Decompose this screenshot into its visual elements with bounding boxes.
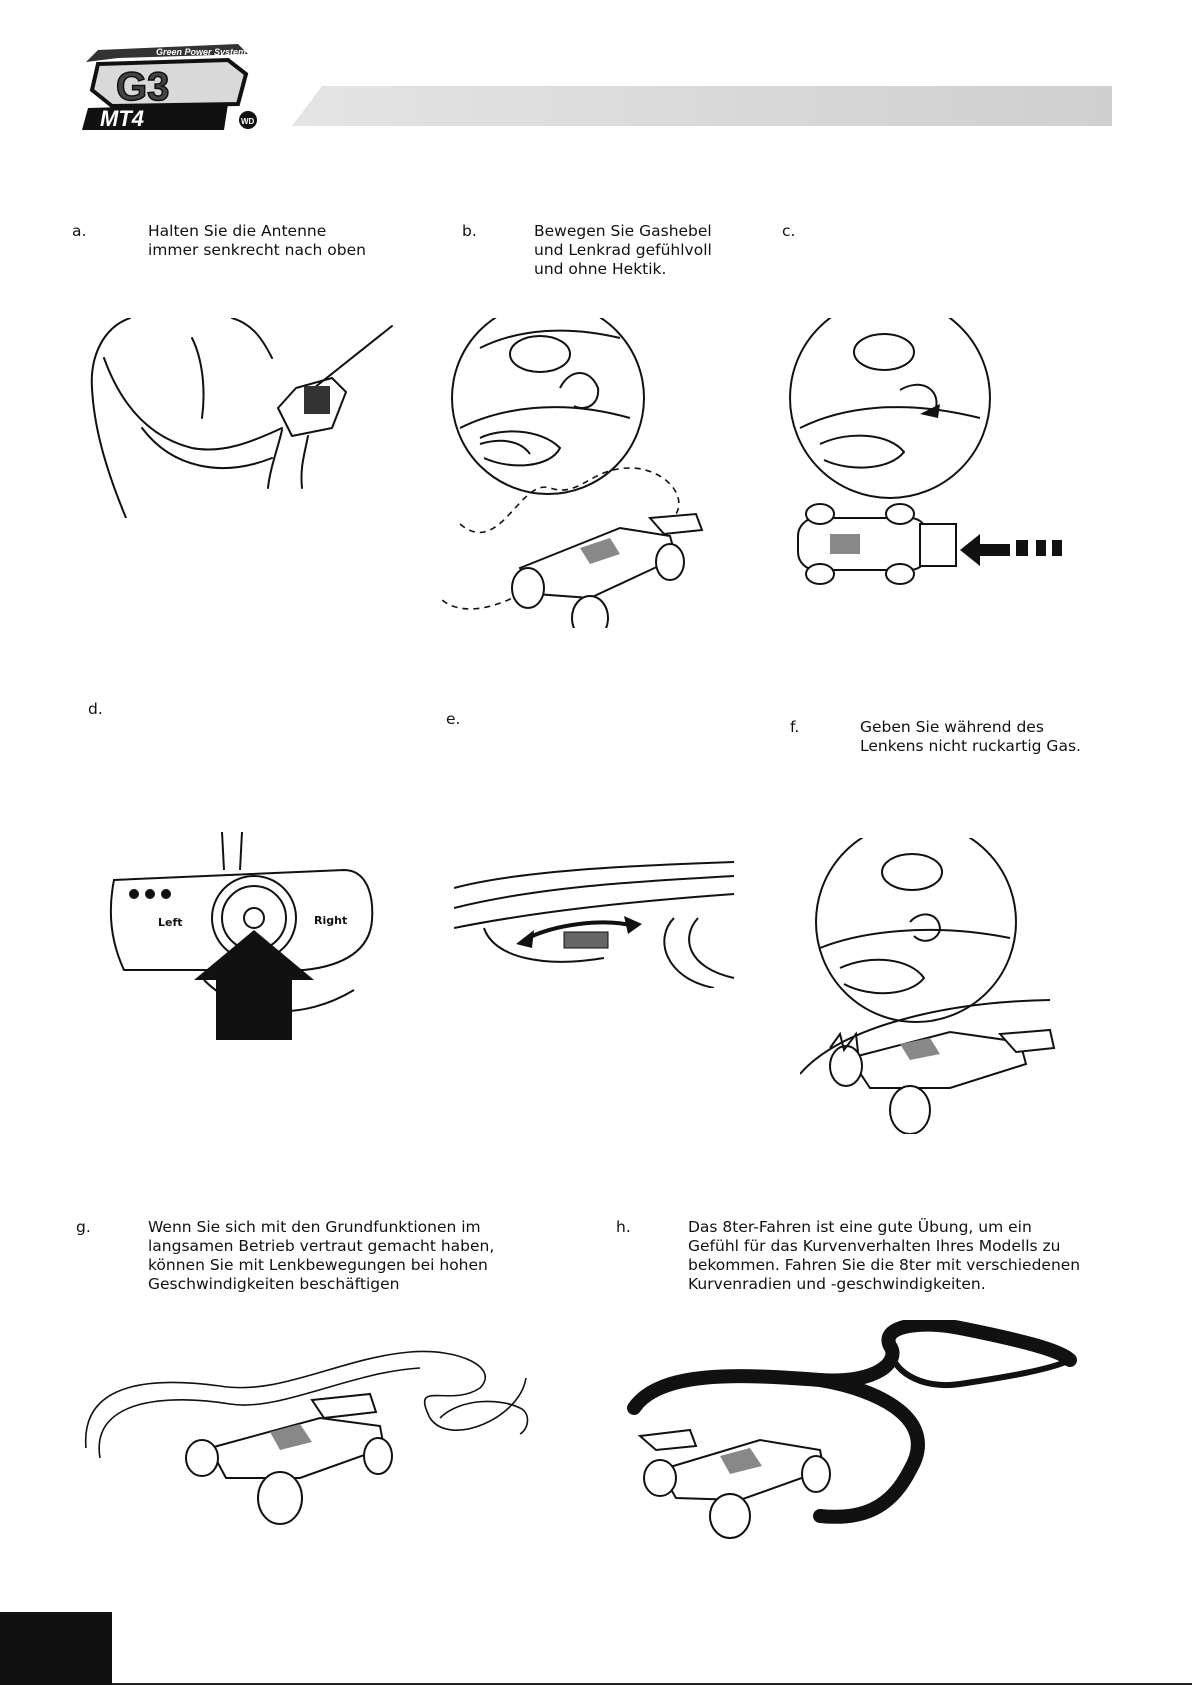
step-c: c.	[782, 222, 842, 246]
step-e: e.	[446, 710, 506, 734]
footer-rule	[112, 1683, 1192, 1685]
step-g-text: Wenn Sie sich mit den Grundfunktionen im…	[148, 1218, 495, 1293]
svg-text:G3: G3	[116, 65, 169, 109]
illustration-steering-trim-wheel: Left Right	[109, 831, 374, 1040]
step-b: b. Bewegen Sie Gashebel und Lenkrad gefü…	[462, 222, 742, 282]
step-g: g. Wenn Sie sich mit den Grundfunktionen…	[76, 1218, 556, 1302]
step-b-text: Bewegen Sie Gashebel und Lenkrad gefühlv…	[534, 222, 712, 278]
page-corner-block	[0, 1612, 112, 1685]
step-h: h. Das 8ter-Fahren ist eine gute Übung, …	[616, 1218, 1086, 1302]
step-a-letter: a.	[72, 222, 87, 240]
g3-mt4-logo: Green Power System G3 MT4 WD	[82, 44, 257, 131]
step-e-letter: e.	[446, 710, 461, 728]
illustration-high-speed-steering	[85, 1350, 529, 1525]
step-d-letter: d.	[88, 700, 103, 718]
step-c-letter: c.	[782, 222, 796, 240]
step-f-text: Geben Sie während des Lenkens nicht ruck…	[860, 718, 1081, 755]
steering-right-label: Right	[314, 914, 347, 927]
step-f-letter: f.	[790, 718, 800, 736]
step-f: f. Geben Sie während des Lenkens nicht r…	[790, 718, 1120, 768]
svg-text:MT4: MT4	[100, 106, 144, 131]
svg-text:WD: WD	[241, 117, 255, 126]
illustration-throttle-trim	[454, 861, 734, 988]
steering-left-label: Left	[158, 916, 183, 929]
step-g-letter: g.	[76, 1218, 91, 1236]
step-h-letter: h.	[616, 1218, 631, 1236]
step-h-text: Das 8ter-Fahren ist eine gute Übung, um …	[688, 1218, 1081, 1293]
step-b-letter: b.	[462, 222, 477, 240]
illustration-figure-eight	[627, 1320, 1077, 1539]
illustration-brake-car-pushed	[789, 318, 1062, 585]
illustration-throttle-gentle	[440, 318, 704, 628]
step-a: a. Halten Sie die Antenne immer senkrech…	[72, 222, 402, 282]
illustration-no-sudden-throttle	[800, 838, 1056, 1134]
illustration-person-holding-transmitter	[90, 318, 393, 518]
svg-text:Green Power System: Green Power System	[156, 47, 246, 57]
step-d: d.	[88, 700, 148, 724]
header-bar	[292, 86, 1112, 126]
step-a-text: Halten Sie die Antenne immer senkrecht n…	[148, 222, 366, 259]
